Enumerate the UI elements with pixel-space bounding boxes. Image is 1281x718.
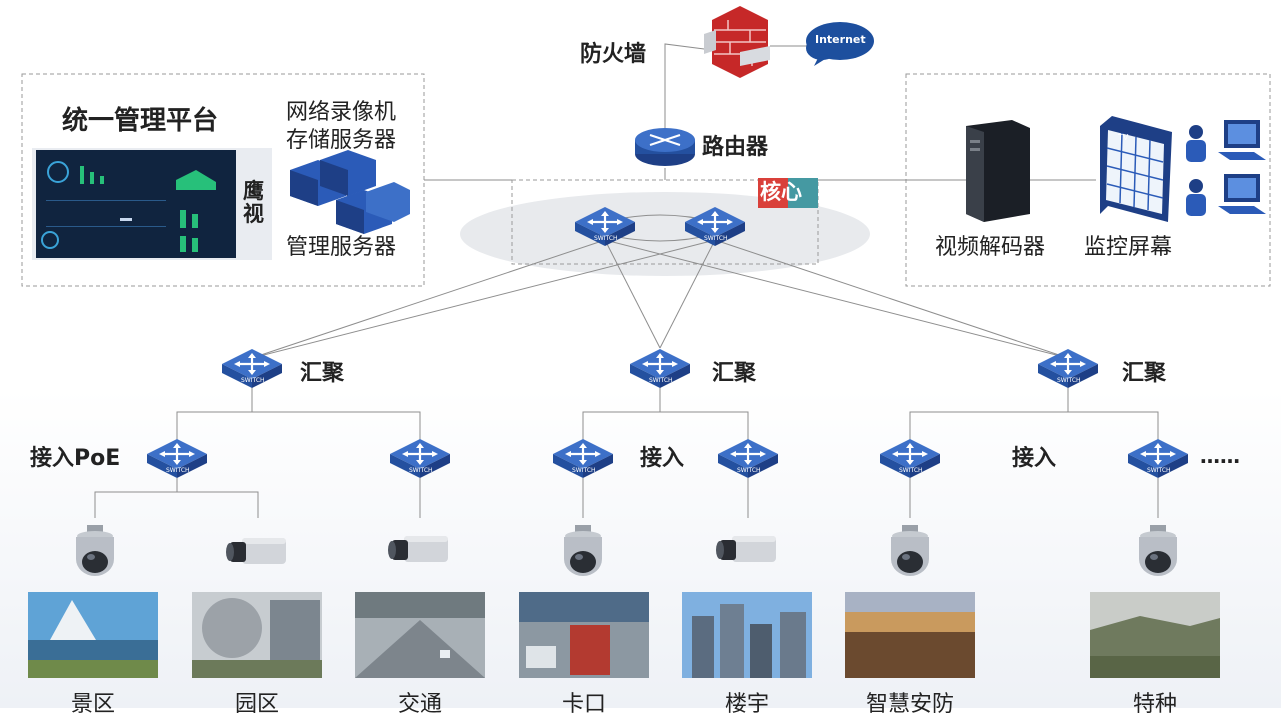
box-camera-2 bbox=[388, 536, 448, 562]
switch-face-text: SWITCH bbox=[1057, 377, 1081, 384]
box-camera-1 bbox=[226, 538, 286, 564]
switch-face-text: SWITCH bbox=[1147, 467, 1171, 474]
internet-label: Internet bbox=[815, 33, 866, 46]
platform-dashboard-image bbox=[32, 148, 272, 260]
scene-label-traffic: 交通 bbox=[397, 692, 442, 717]
internet-cloud-icon bbox=[806, 22, 874, 66]
dome-camera-4 bbox=[1139, 525, 1177, 576]
scene-label-checkpoint: 卡口 bbox=[561, 692, 606, 717]
monitor-label: 监控屏幕 bbox=[1084, 235, 1173, 260]
switch-face-text: SWITCH bbox=[241, 377, 265, 384]
box-camera-3 bbox=[716, 536, 776, 562]
scene-photos bbox=[28, 592, 1220, 678]
brand-label: 鹰视 bbox=[243, 179, 264, 227]
switch-face-text: SWITCH bbox=[899, 467, 923, 474]
scene-label-special: 特种 bbox=[1132, 692, 1177, 717]
switch-face-text: SWITCH bbox=[409, 467, 433, 474]
operator-workstation-icon bbox=[1186, 120, 1266, 216]
aggregation-label-right: 汇聚 bbox=[1122, 361, 1167, 386]
switch-face-text: SWITCH bbox=[166, 467, 190, 474]
access-poe-label: 接入PoE bbox=[30, 446, 121, 471]
switch-face-text: SWITCH bbox=[572, 467, 596, 474]
more-ellipsis: …… bbox=[1200, 444, 1240, 468]
switch-face-text: SWITCH bbox=[737, 467, 761, 474]
core-box bbox=[511, 179, 819, 265]
connection-lines bbox=[94, 43, 1159, 518]
router-label: 路由器 bbox=[702, 135, 769, 160]
switch-text-group: SWITCH SWITCH SWITCH SWITCH SWITCH SWITC… bbox=[166, 133, 1171, 474]
management-server-icon bbox=[336, 182, 410, 234]
aggregation-label-center: 汇聚 bbox=[712, 361, 757, 386]
firewall-icon bbox=[704, 6, 770, 78]
switch-face-text: SWITCH bbox=[594, 235, 618, 242]
router-icon bbox=[635, 128, 695, 166]
scene-label-park: 园区 bbox=[234, 692, 279, 717]
firewall-label: 防火墙 bbox=[580, 42, 647, 67]
dome-camera-3 bbox=[891, 525, 929, 576]
platform-title: 统一管理平台 bbox=[62, 106, 219, 136]
dome-camera-1 bbox=[76, 525, 114, 576]
scene-label-building: 楼宇 bbox=[724, 692, 769, 717]
video-decoder-icon bbox=[966, 120, 1030, 222]
decoder-label: 视频解码器 bbox=[935, 235, 1046, 260]
nvr-label-line1: 网络录像机 bbox=[286, 100, 397, 125]
switch-face-text: SWITCH bbox=[649, 377, 673, 384]
access-label-center: 接入 bbox=[640, 446, 685, 471]
core-halo bbox=[460, 192, 870, 276]
aggregation-label-left: 汇聚 bbox=[300, 361, 345, 386]
switch-face-text: SWITCH bbox=[704, 235, 728, 242]
scene-label-smart-security: 智慧安防 bbox=[865, 692, 954, 717]
tv-text: TV bbox=[1117, 133, 1129, 142]
nvr-label-line2: 存储服务器 bbox=[286, 128, 397, 153]
scene-label-scenic: 景区 bbox=[70, 692, 115, 717]
management-server-label: 管理服务器 bbox=[286, 235, 397, 260]
tv-wall-icon bbox=[1100, 116, 1172, 222]
dome-camera-2 bbox=[564, 525, 602, 576]
core-label: 核心 bbox=[760, 180, 802, 204]
nvr-server-icon bbox=[290, 150, 376, 206]
access-label-right: 接入 bbox=[1012, 446, 1057, 471]
